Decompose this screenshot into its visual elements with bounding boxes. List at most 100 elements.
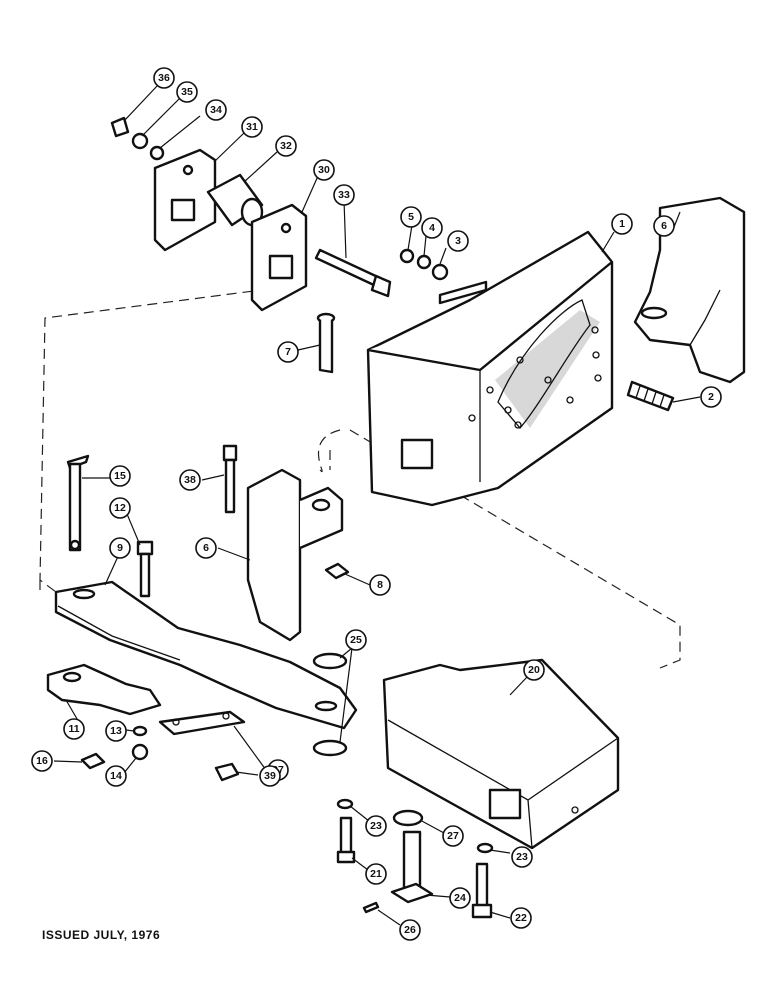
svg-text:20: 20 <box>528 664 540 676</box>
clip-part-16 <box>80 752 106 770</box>
pin-part-15 <box>66 454 90 552</box>
issued-date-footer: ISSUED JULY, 1976 <box>42 928 161 942</box>
callout-30: 30 <box>313 159 335 181</box>
bolt-part-33 <box>314 248 392 298</box>
bracket-part-11 <box>46 663 162 716</box>
svg-text:25: 25 <box>350 634 362 646</box>
svg-text:1: 1 <box>619 218 625 230</box>
callout-7: 7 <box>277 341 299 363</box>
callout-35: 35 <box>176 81 198 103</box>
callout-3: 3 <box>447 230 469 252</box>
counterweight-part-upper <box>633 196 746 384</box>
svg-text:11: 11 <box>68 723 79 735</box>
svg-text:8: 8 <box>377 579 383 591</box>
callout-20: 20 <box>523 659 545 681</box>
svg-text:24: 24 <box>454 892 466 904</box>
callout-23-right: 23 <box>511 846 533 868</box>
counterweight-part-lower <box>246 468 344 642</box>
callout-33: 33 <box>333 184 355 206</box>
plate-part-31 <box>153 148 217 252</box>
callout-6-upper: 6 <box>653 215 675 237</box>
svg-text:4: 4 <box>429 222 435 234</box>
washer-part-23-right <box>476 842 494 854</box>
svg-text:15: 15 <box>114 470 126 482</box>
plate-part-30 <box>250 203 308 312</box>
bolt-part-38 <box>222 444 238 514</box>
washer-part-23-left <box>336 798 354 810</box>
svg-text:12: 12 <box>114 502 126 514</box>
plate-part-37 <box>158 710 246 736</box>
bolt-part-22 <box>471 862 493 919</box>
callout-22: 22 <box>510 907 532 929</box>
callout-39: 39 <box>259 765 281 787</box>
bolt-part-12 <box>136 540 154 598</box>
svg-text:5: 5 <box>408 211 414 223</box>
svg-text:6: 6 <box>203 542 209 554</box>
svg-text:2: 2 <box>708 391 714 403</box>
callout-14: 14 <box>105 765 127 787</box>
svg-text:16: 16 <box>36 755 48 767</box>
callout-6-lower: 6 <box>195 537 217 559</box>
svg-text:32: 32 <box>280 140 292 152</box>
svg-text:31: 31 <box>246 121 258 133</box>
callout-12: 12 <box>109 497 131 519</box>
svg-text:21: 21 <box>370 868 382 880</box>
svg-text:22: 22 <box>515 912 527 924</box>
svg-text:3: 3 <box>455 235 461 247</box>
callout-13: 13 <box>105 720 127 742</box>
bolt-part-21 <box>336 816 356 864</box>
callout-25: 25 <box>345 629 367 651</box>
callout-27: 27 <box>442 825 464 847</box>
callout-5: 5 <box>400 206 422 228</box>
washer-part-27 <box>392 809 424 827</box>
callout-23-left: 23 <box>365 815 387 837</box>
svg-text:26: 26 <box>404 924 416 936</box>
callout-34: 34 <box>205 99 227 121</box>
callout-4: 4 <box>421 217 443 239</box>
callout-26: 26 <box>399 919 421 941</box>
nut-part-39 <box>214 762 240 782</box>
svg-text:23: 23 <box>370 820 382 832</box>
callout-32: 32 <box>275 135 297 157</box>
callout-21: 21 <box>365 863 387 885</box>
svg-text:36: 36 <box>158 72 170 84</box>
svg-text:39: 39 <box>264 770 276 782</box>
callout-9: 9 <box>109 537 131 559</box>
svg-text:33: 33 <box>338 189 350 201</box>
stud-part <box>626 380 675 412</box>
hitch-plate-part-20 <box>382 658 620 850</box>
callout-24: 24 <box>449 887 471 909</box>
washer-part-25-upper <box>312 652 348 670</box>
svg-text:30: 30 <box>318 164 330 176</box>
svg-text:35: 35 <box>181 86 193 98</box>
callout-31: 31 <box>241 116 263 138</box>
callout-1: 1 <box>611 213 633 235</box>
clip-part-8 <box>324 562 350 580</box>
washer-part-13 <box>132 725 148 737</box>
svg-text:13: 13 <box>110 725 122 737</box>
hardware-nuts-top-left <box>110 116 165 161</box>
svg-text:6: 6 <box>661 220 667 232</box>
svg-text:38: 38 <box>184 474 196 486</box>
main-bracket-part <box>366 230 614 507</box>
callout-2: 2 <box>700 386 722 408</box>
hardware-nuts-top-mid <box>399 248 449 281</box>
callout-15: 15 <box>109 465 131 487</box>
callout-16: 16 <box>31 750 53 772</box>
svg-text:27: 27 <box>447 830 459 842</box>
callout-11: 11 <box>63 718 85 740</box>
part-callouts: 36 35 34 31 32 30 33 5 4 3 1 6 2 7 15 38… <box>31 67 722 941</box>
pin-part-26 <box>362 901 380 914</box>
pin-part <box>316 312 336 374</box>
svg-text:34: 34 <box>210 104 222 116</box>
pin-part-24 <box>390 830 434 904</box>
callout-38: 38 <box>179 469 201 491</box>
svg-text:7: 7 <box>285 346 291 358</box>
callout-36: 36 <box>153 67 175 89</box>
assembly-outline-dashed-right <box>317 429 341 473</box>
washer-part-25-lower <box>312 739 348 757</box>
svg-text:9: 9 <box>117 542 123 554</box>
nut-part-14 <box>131 743 149 761</box>
drawbar-part-9 <box>54 580 358 730</box>
